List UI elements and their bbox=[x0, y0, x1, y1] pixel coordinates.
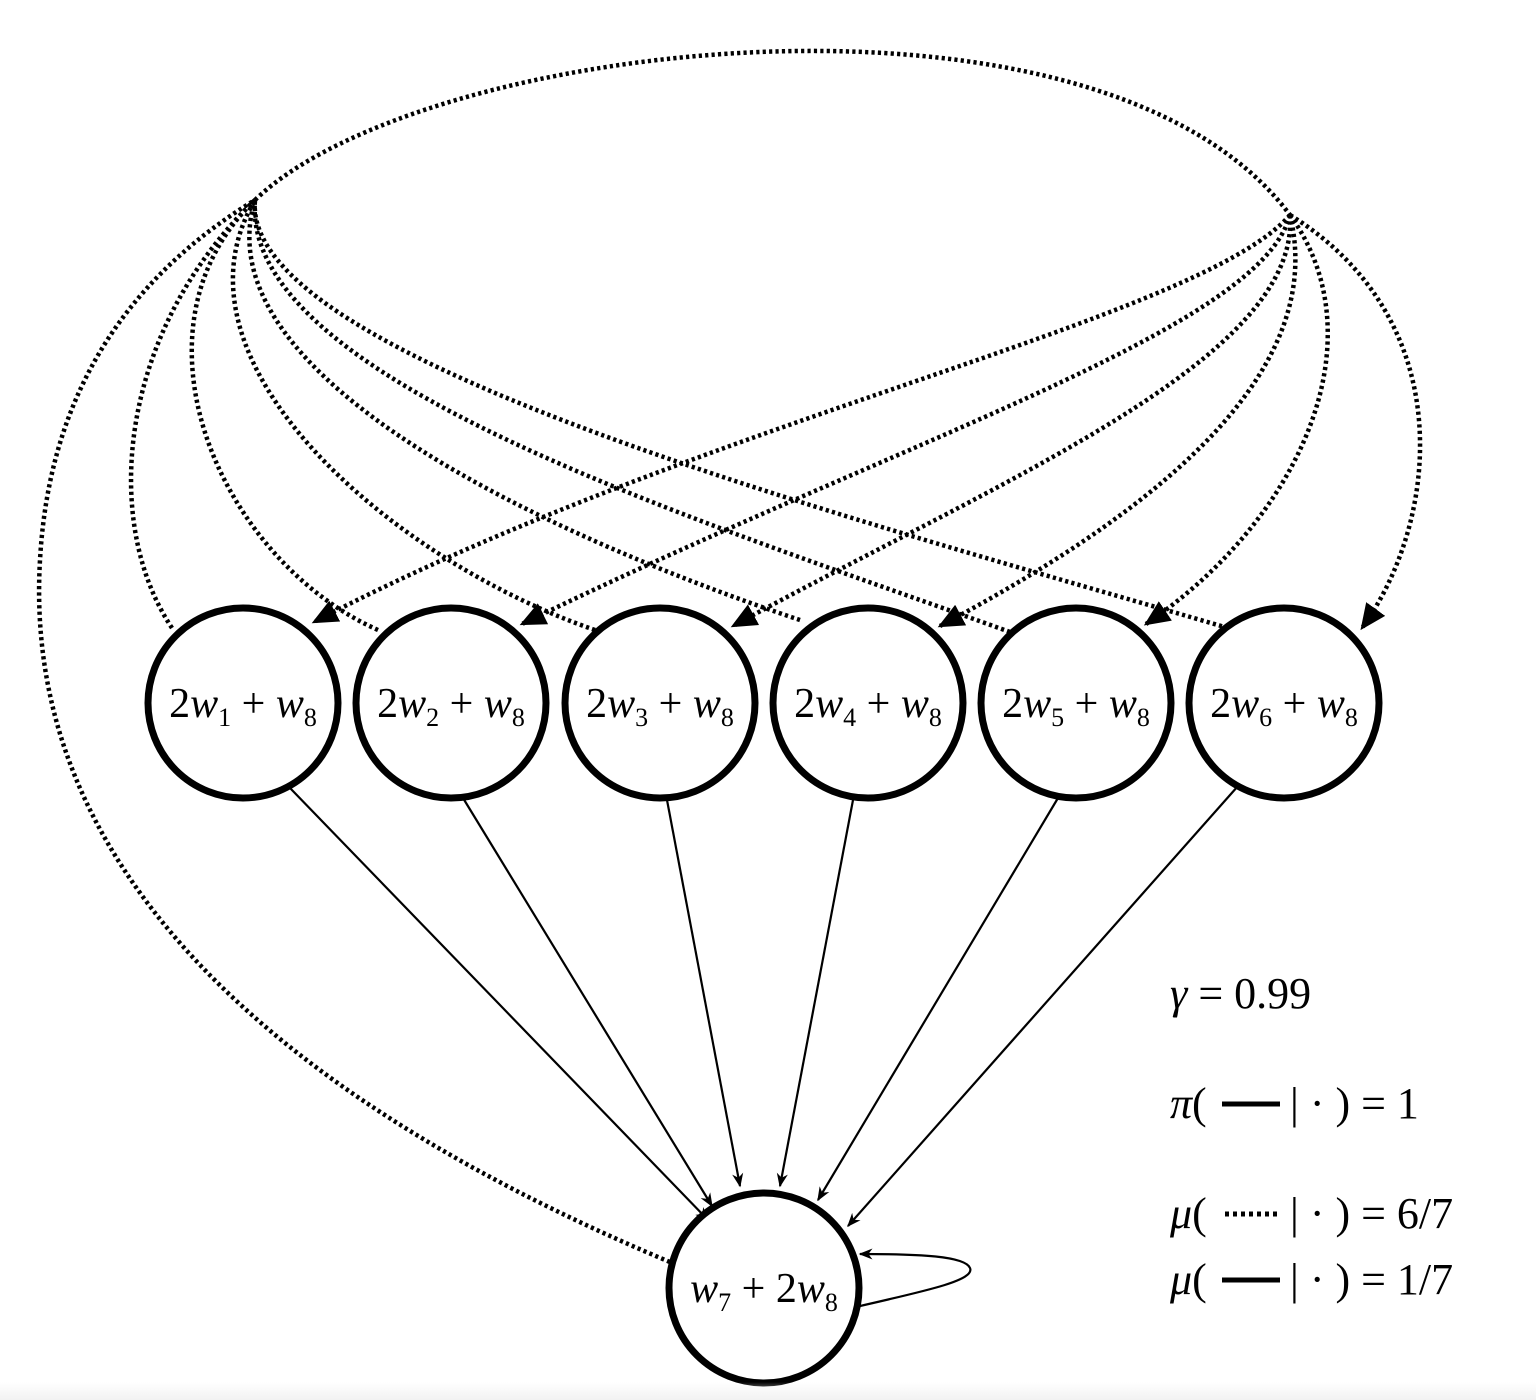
pi-label: π( | · ) = 1 bbox=[1170, 1079, 1419, 1128]
state-node-2: 2w2 + w8 bbox=[352, 604, 550, 802]
state-node-1: 2w1 + w8 bbox=[144, 604, 342, 802]
dotted-edge-bottom-hub bbox=[36, 198, 671, 1265]
dotted-edge-hub-node4 bbox=[937, 214, 1298, 628]
svg-text:2w6 + w8: 2w6 + w8 bbox=[1210, 681, 1358, 732]
solid-edge-node4-bottom bbox=[776, 799, 855, 1188]
dotted-edge-hub-node6 bbox=[1288, 213, 1423, 631]
dotted-edges bbox=[36, 48, 1423, 1265]
state-node-5: 2w5 + w8 bbox=[977, 604, 1175, 802]
svg-text:2w5 + w8: 2w5 + w8 bbox=[1002, 681, 1150, 732]
dotted-edge-node3-hub bbox=[230, 198, 596, 633]
solid-edge-node2-bottom bbox=[462, 797, 713, 1208]
svg-text:μ(: μ( bbox=[1169, 1255, 1207, 1304]
self-loop-edge bbox=[858, 1248, 972, 1308]
mu-solid-label: μ( | · ) = 1/7 bbox=[1169, 1255, 1453, 1304]
dotted-edge-node6-hub bbox=[252, 199, 1229, 631]
state-node-3: 2w3 + w8 bbox=[561, 604, 759, 802]
svg-text:2w3 + w8: 2w3 + w8 bbox=[586, 681, 734, 732]
dotted-edge-node1-hub bbox=[128, 198, 257, 630]
svg-text:2w2 + w8: 2w2 + w8 bbox=[377, 681, 525, 732]
dotted-edge-hub-node3 bbox=[730, 214, 1293, 628]
solid-edge-node5-bottom bbox=[817, 797, 1059, 1202]
dotted-edge-node2-hub bbox=[189, 198, 379, 633]
state-node-6: 2w6 + w8 bbox=[1185, 604, 1383, 802]
svg-text:π(: π( bbox=[1170, 1079, 1207, 1128]
svg-text:| · ) = 1: | · ) = 1 bbox=[1290, 1079, 1419, 1128]
solid-edges bbox=[289, 785, 1239, 1308]
svg-text:2w1 + w8: 2w1 + w8 bbox=[169, 681, 317, 732]
svg-text:| · ) = 6/7: | · ) = 6/7 bbox=[1290, 1189, 1453, 1238]
dotted-edge-hub-node2 bbox=[519, 214, 1293, 627]
dotted-edge-hub-node5 bbox=[1143, 213, 1330, 626]
svg-text:μ(: μ( bbox=[1169, 1189, 1207, 1238]
solid-edge-node1-bottom bbox=[289, 787, 709, 1222]
gamma-label: γ = 0.99 bbox=[1170, 969, 1311, 1018]
legend: γ = 0.99 π( | · ) = 1 μ( | · ) = 6/7 μ( bbox=[1169, 969, 1453, 1304]
dotted-edge-node4-hub bbox=[247, 199, 801, 623]
svg-text:| · ) = 1/7: | · ) = 1/7 bbox=[1290, 1255, 1453, 1304]
bottom-shadow bbox=[0, 1382, 1536, 1400]
top-nodes: 2w1 + w8 2w2 + w8 2w3 + w8 2w4 + w8 2w5 … bbox=[144, 604, 1383, 802]
svg-text:2w4 + w8: 2w4 + w8 bbox=[794, 681, 942, 732]
solid-edge-node6-bottom bbox=[847, 785, 1239, 1228]
dotted-edge-hub-node1 bbox=[311, 213, 1292, 624]
solid-edge-node3-bottom bbox=[665, 799, 744, 1188]
dotted-edge-node5-hub bbox=[252, 199, 1011, 635]
dotted-edge-top-loop bbox=[253, 48, 1292, 217]
state-node-7: w7 + 2w8 bbox=[665, 1189, 863, 1387]
state-node-4: 2w4 + w8 bbox=[769, 604, 967, 802]
mu-dotted-label: μ( | · ) = 6/7 bbox=[1169, 1189, 1453, 1238]
svg-text:w7 + 2w8: w7 + 2w8 bbox=[690, 1266, 838, 1317]
